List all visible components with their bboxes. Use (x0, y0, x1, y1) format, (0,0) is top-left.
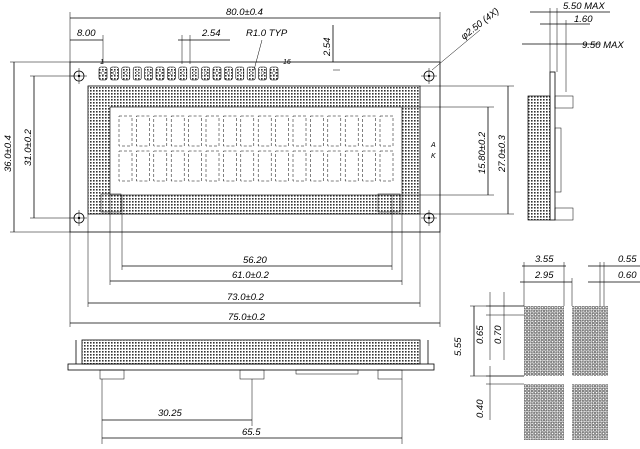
cathode-label: K (431, 153, 436, 160)
pin-hole (124, 71, 128, 75)
left-dimensions: 36.0±0.4 31.0±0.2 (3, 61, 74, 233)
pin-hole (203, 71, 208, 75)
char-w-355: 3.55 (535, 254, 554, 265)
character-cell (362, 150, 376, 182)
pin-header (98, 66, 279, 81)
pin-hole (135, 71, 139, 75)
side-max-950: 9.50 MAX (582, 40, 624, 51)
character-cell (275, 115, 289, 147)
dim-width-61: 61.0±0.2 (232, 270, 270, 281)
dim-hole-dia: φ2.50 (4X) (459, 6, 501, 43)
pin-hole (260, 71, 265, 75)
viewing-area (109, 106, 403, 196)
character-cell (292, 150, 307, 182)
character-cell (205, 150, 220, 182)
character-cell (136, 150, 150, 182)
character-cells (118, 115, 394, 182)
character-cell (240, 115, 255, 147)
char-h-555: 5.55 (453, 337, 464, 356)
character-cell (240, 150, 255, 182)
character-cell (136, 115, 150, 147)
dim-height-36: 36.0±0.4 (3, 135, 14, 172)
dim-height-27: 27.0±0.3 (497, 134, 508, 173)
pcb-outline (69, 61, 441, 233)
character-cell (362, 115, 376, 147)
side-max-550: 5.50 MAX (563, 1, 605, 12)
dim-width-80: 80.0±0.4 (226, 7, 263, 18)
pin-hole (192, 71, 196, 75)
character-cell (379, 115, 394, 147)
dim-width-562: 56.20 (243, 255, 267, 266)
bottom-dimensions: 56.20 61.0±0.2 73.0±0.2 75.0±0.2 (69, 195, 441, 327)
character-cell (327, 115, 342, 147)
character-cell (310, 115, 324, 147)
character-cell (257, 150, 272, 182)
dim-height-31: 31.0±0.2 (23, 128, 34, 166)
character-cell (344, 150, 359, 182)
character-cell (327, 150, 342, 182)
character-cell (223, 115, 237, 147)
anode-label: A (430, 142, 436, 149)
dim-vert-254: 2.54 (322, 38, 333, 58)
pin-hole (112, 71, 117, 75)
pin-first-label: 1 (100, 59, 104, 66)
dim-width-73: 73.0±0.2 (227, 292, 265, 303)
character-cell (310, 150, 324, 182)
pin-hole (169, 71, 174, 75)
character-cell (170, 115, 185, 147)
character-cell (188, 115, 202, 147)
char-w-055: 0.55 (618, 254, 637, 265)
character-cell (188, 150, 202, 182)
char-h-070: 0.70 (493, 325, 504, 344)
side-view: 5.50 MAX 1.60 9.50 MAX (522, 1, 624, 221)
character-cell (118, 150, 133, 182)
pin-hole (272, 71, 276, 75)
character-cell (153, 115, 168, 147)
dim-bottom-3025: 30.25 (158, 408, 182, 419)
char-w-060: 0.60 (618, 270, 637, 281)
pin-hole (249, 71, 253, 75)
character-cell (257, 115, 272, 147)
character-cell (275, 150, 289, 182)
character-detail: 3.55 2.95 0.55 0.60 5.55 0.65 0.70 0.40 (453, 254, 640, 440)
character-cell (292, 115, 307, 147)
character-cell (118, 115, 133, 147)
character-cell (170, 150, 185, 182)
character-cell (379, 150, 394, 182)
dim-bottom-655: 65.5 (242, 427, 261, 438)
character-cell (153, 150, 168, 182)
char-w-295: 2.95 (534, 270, 554, 281)
character-cell (223, 150, 237, 182)
front-view: 1 16 A K (69, 59, 441, 233)
char-h-040: 0.40 (475, 399, 486, 418)
dim-width-75: 75.0±0.2 (228, 312, 266, 323)
char-h-065: 0.65 (475, 325, 486, 344)
pin-hole (215, 71, 219, 75)
pin-last-label: 16 (283, 59, 291, 66)
bottom-view: 30.25 65.5 (67, 339, 435, 444)
dim-radius: R1.0 TYP (246, 28, 288, 39)
pin-hole (158, 71, 162, 75)
dim-pitch-8: 8.00 (77, 28, 96, 39)
side-dim-160: 1.60 (574, 14, 593, 25)
pin-hole (181, 71, 185, 75)
right-dimensions: 15.80±0.2 27.0±0.3 (402, 85, 514, 215)
pin-hole (226, 71, 231, 75)
dim-height-158: 15.80±0.2 (477, 131, 488, 174)
dim-pitch-254: 2.54 (201, 28, 221, 39)
pin-hole (101, 71, 105, 75)
character-cell (205, 115, 220, 147)
pin-hole (146, 71, 151, 75)
pin-hole (238, 71, 242, 75)
character-cell (344, 115, 359, 147)
